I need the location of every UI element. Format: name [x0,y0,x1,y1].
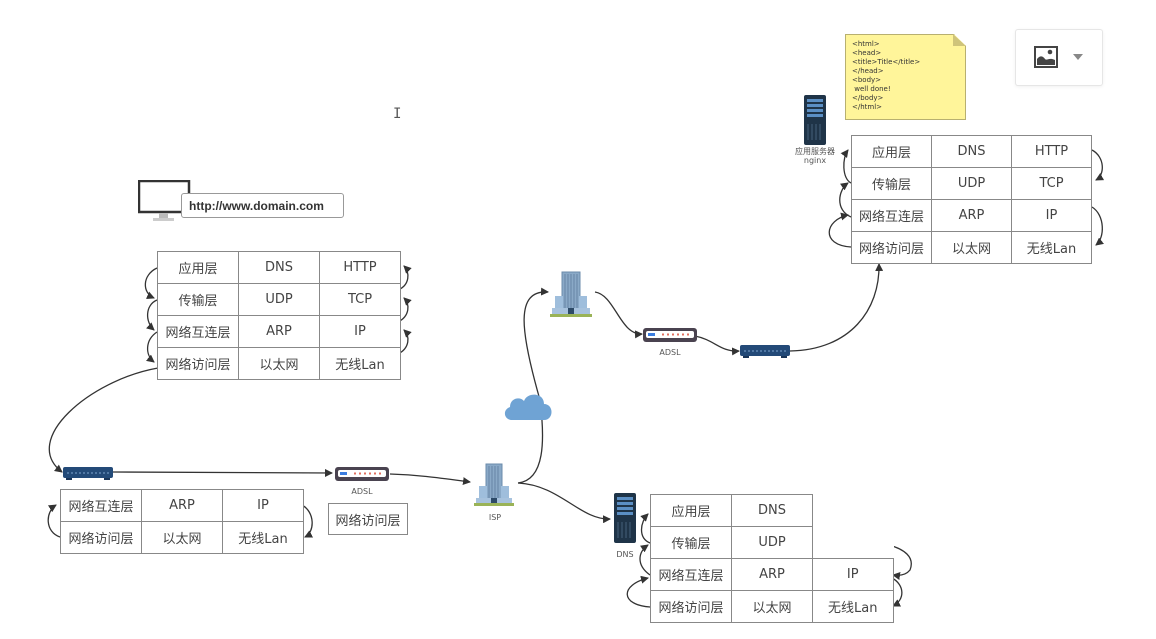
cell: HTTP [319,251,401,284]
dns-server-icon [614,493,636,543]
cell: 应用层 [851,135,932,168]
cell: 传输层 [851,167,932,200]
empty-cell [813,495,894,527]
cell: IP [319,315,401,348]
image-icon [1034,46,1058,68]
app-server-label: 应用服务器 nginx [785,147,845,165]
url-bar: http://www.domain.com [181,193,344,218]
cell: 应用层 [650,494,732,527]
app-server-subname: nginx [803,156,827,165]
cell: 网络访问层 [157,347,239,380]
wire-adsl-to-isp [389,473,471,486]
cell: ARP [731,558,813,591]
cell: 网络互连层 [157,315,239,348]
cell: IP [812,558,894,591]
note-line: well done! [852,85,891,93]
note-line: </html> [852,103,883,111]
adsl-right-label: ADSL [659,348,681,357]
cell: 以太网 [931,231,1012,264]
cell: UDP [931,167,1012,200]
cell: TCP [1011,167,1092,200]
insert-image-button[interactable] [1015,29,1103,86]
cell: DNS [931,135,1012,168]
cell: 网络访问层 [851,231,932,264]
wire-building-to-adsl [594,291,643,339]
chevron-down-icon[interactable] [1073,54,1083,60]
cell: ARP [141,489,223,522]
note-line: <head> [852,49,882,57]
isp-label: ISP [488,513,502,522]
adsl-protocol-stack: 网络访问层 [328,503,408,535]
switch-icon [63,467,113,480]
cell: 传输层 [650,526,732,559]
cell: 网络访问层 [328,503,408,535]
cell: 以太网 [141,521,223,554]
cell: UDP [731,526,813,559]
isp-building-icon [474,463,514,506]
cell: DNS [731,494,813,527]
adsl-left-label: ADSL [351,487,373,496]
wire-client-to-switch [48,367,159,473]
cell: 网络互连层 [650,558,732,591]
text-cursor-icon: I [393,106,402,122]
cell: 应用层 [157,251,239,284]
cell: 无线Lan [812,590,894,623]
switch-icon [740,345,790,358]
cell: 以太网 [731,590,813,623]
note-line: <title>Title</title> [852,58,921,66]
cell: 网络互连层 [851,199,932,232]
cell: DNS [238,251,320,284]
note-line: <html> [852,40,880,48]
cell: UDP [238,283,320,316]
html-note: <html> <head> <title>Title</title> </hea… [845,34,966,120]
cell: TCP [319,283,401,316]
cell: IP [222,489,304,522]
empty-cell [812,526,893,559]
dns-label: DNS [616,550,634,559]
cell: 网络互连层 [60,489,142,522]
note-line: </head> [852,67,884,75]
wire-isp-to-dns [517,482,611,524]
datacenter-building-icon [550,271,592,317]
note-fold [953,34,966,46]
adsl-modem-icon [643,328,697,342]
internet-cloud-icon [504,394,552,420]
cell: 网络访问层 [60,521,142,554]
cell: HTTP [1011,135,1092,168]
cell: 网络访问层 [650,590,732,623]
cell: 无线Lan [222,521,304,554]
wire-adsl-to-switch [694,335,740,356]
app-server-icon [804,95,826,145]
cell: ARP [931,199,1012,232]
cell: 无线Lan [1011,231,1092,264]
wire-switch-to-server [789,263,884,352]
cell: ARP [238,315,320,348]
note-line: <body> [852,76,882,84]
wire-isp-to-building [517,287,549,484]
wire-switch-to-adsl [112,468,333,477]
cell: 以太网 [238,347,320,380]
adsl-modem-icon [335,467,389,481]
cell: IP [1011,199,1092,232]
cell: 无线Lan [319,347,401,380]
note-line: </body> [852,94,884,102]
app-server-name: 应用服务器 [795,147,835,156]
cell: 传输层 [157,283,239,316]
